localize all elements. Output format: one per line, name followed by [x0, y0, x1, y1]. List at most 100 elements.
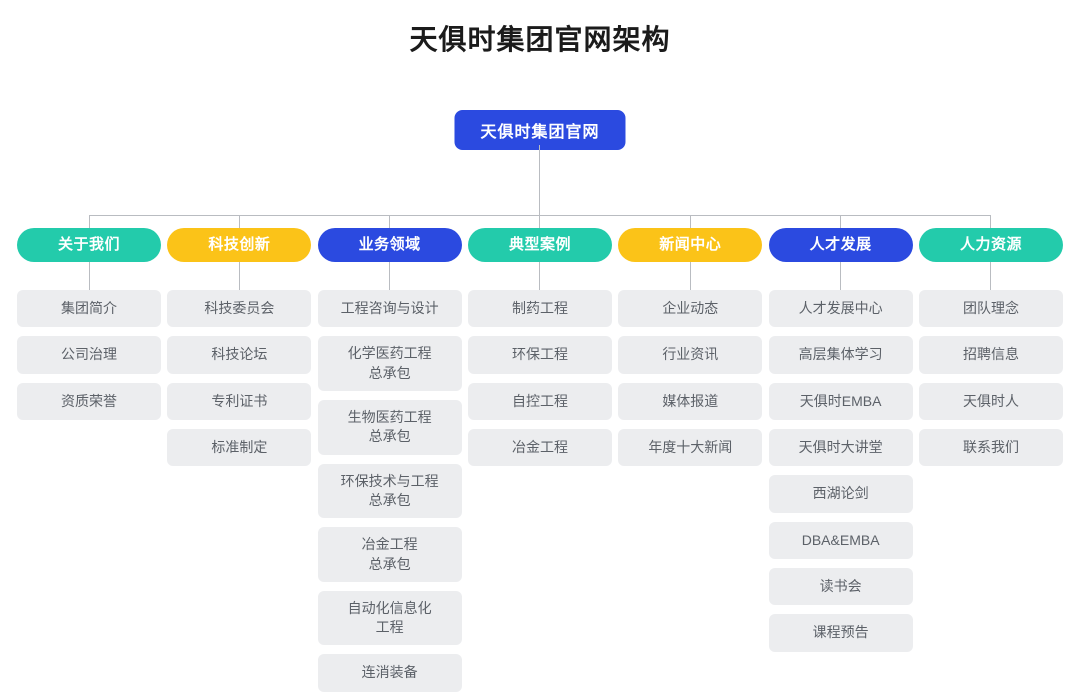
branch-item[interactable]: 科技论坛	[167, 336, 312, 374]
branch-item-label: 冶金工程	[511, 438, 568, 455]
branch-item[interactable]: 天俱时EMBA	[768, 382, 913, 420]
branch-item-label: 生物医药工程	[347, 408, 432, 425]
branch-item-label: 联系我们	[962, 438, 1019, 455]
branch-item[interactable]: 联系我们	[918, 428, 1063, 467]
root-node[interactable]: 天俱时集团官网	[454, 110, 626, 150]
branch-item[interactable]: 企业动态	[618, 290, 763, 328]
branch-item[interactable]: 资质荣誉	[17, 382, 161, 420]
branch-item[interactable]: 媒体报道	[618, 382, 763, 420]
branch-item-label: 制药工程	[511, 300, 568, 316]
branch-item-label: 年度十大新闻	[648, 438, 733, 455]
branch-item[interactable]: 制药工程	[467, 290, 612, 328]
branch-item-label: 冶金工程	[361, 536, 418, 553]
branch-drop-line-2	[239, 215, 240, 229]
branch-item-label: 工程咨询与设计	[340, 300, 439, 316]
branch-item[interactable]: 招聘信息	[918, 336, 1063, 374]
branch-column: 人才发展人才发展中心高层集体学习天俱时EMBA 天俱时大讲堂西湖论剑 DBA&EMB…	[768, 228, 913, 652]
branch-bus-line	[89, 215, 991, 216]
branch-column: 典型案例制药工程环保工程自控工程冶金工程	[467, 228, 612, 467]
branch-item-label: 团队理念	[962, 300, 1019, 316]
branch-drop-line-5	[690, 215, 691, 229]
branch-stem-gap	[618, 262, 762, 290]
branch-item[interactable]: 冶金工程	[467, 428, 612, 467]
branch-item[interactable]: 西湖论剑	[768, 475, 913, 513]
branch-item-label: 课程预告	[812, 624, 869, 641]
branch-stem-gap	[167, 262, 311, 290]
branch-drop-line-1	[89, 215, 90, 229]
branch-drop-line-7	[990, 215, 991, 229]
branch-column: 科技创新科技委员会科技论坛专利证书标准制定	[167, 228, 312, 467]
root-stem-line	[539, 145, 540, 216]
branch-item[interactable]: 冶金工程总承包	[317, 527, 462, 582]
branch-item-label-second-line: 工程	[375, 619, 404, 636]
branch-item-label: 天俱时大讲堂	[798, 438, 883, 455]
branch-item[interactable]: 集团简介	[17, 290, 161, 328]
branch-item-label: 科技论坛	[211, 346, 268, 363]
branch-column: 关于我们集团简介公司治理资质荣誉	[17, 228, 161, 420]
branch-item-label: 专利证书	[211, 392, 268, 409]
branch-item[interactable]: 工程咨询与设计	[317, 290, 462, 328]
branch-item-label: 读书会	[819, 577, 862, 594]
branch-item-label: DBA&EMBA	[801, 531, 880, 548]
branch-item-label: 环保技术与工程	[340, 472, 439, 489]
branch-item[interactable]: 天俱时大讲堂	[768, 428, 913, 467]
branch-item-label-second-line: 总承包	[368, 555, 411, 572]
branch-item-label: 公司治理	[61, 346, 117, 363]
branch-item[interactable]: 高层集体学习	[768, 336, 913, 374]
branch-header[interactable]: 关于我们	[17, 228, 161, 262]
branch-header[interactable]: 业务领域	[317, 228, 462, 262]
branch-columns: 关于我们集团简介公司治理资质荣誉科技创新科技委员会科技论坛专利证书标准制定业务领…	[17, 228, 1063, 692]
branch-item-label: 集团简介	[61, 300, 117, 316]
page-title: 天俱时集团官网架构	[409, 24, 671, 55]
branch-item-label: 化学医药工程	[347, 345, 432, 362]
branch-header[interactable]: 人才发展	[768, 228, 913, 262]
branch-column: 新闻中心企业动态行业资讯媒体报道年度十大新闻	[618, 228, 763, 467]
branch-item-label: 行业资讯	[662, 346, 719, 363]
branch-item-label: 天俱时EMBA	[799, 392, 882, 409]
branch-item-label-second-line: 总承包	[368, 491, 411, 508]
branch-stem-gap	[919, 262, 1063, 290]
branch-item-label: 人才发展中心	[798, 300, 883, 316]
branch-item[interactable]: 化学医药工程总承包	[317, 336, 462, 391]
branch-item[interactable]: 专利证书	[167, 382, 312, 420]
branch-item[interactable]: 自动化信息化工程	[317, 590, 462, 646]
branch-item[interactable]: 自控工程	[467, 382, 612, 420]
branch-item[interactable]: 生物医药工程总承包	[317, 399, 462, 455]
branch-item-list: 企业动态行业资讯媒体报道年度十大新闻	[618, 290, 763, 467]
branch-header[interactable]: 人力资源	[918, 228, 1063, 262]
branch-item-label: 环保工程	[511, 346, 568, 363]
branch-stem-gap	[468, 262, 612, 290]
branch-stem-gap	[318, 262, 462, 290]
branch-item-list: 人才发展中心高层集体学习天俱时EMBA 天俱时大讲堂西湖论剑 DBA&EMBA 读书会…	[768, 290, 913, 652]
branch-item[interactable]: 公司治理	[17, 336, 161, 374]
branch-item[interactable]: 环保技术与工程总承包	[317, 463, 462, 519]
branch-item[interactable]: 课程预告	[768, 614, 913, 652]
branch-item[interactable]: 团队理念	[918, 290, 1063, 328]
branch-item[interactable]: 连消装备	[317, 654, 462, 692]
branch-header[interactable]: 典型案例	[467, 228, 612, 262]
branch-item-label: 招聘信息	[962, 346, 1019, 363]
branch-item-label: 西湖论剑	[812, 485, 869, 502]
branch-item[interactable]: DBA&EMBA	[768, 521, 913, 559]
branch-item[interactable]: 人才发展中心	[768, 290, 913, 328]
branch-header[interactable]: 科技创新	[167, 228, 312, 262]
branch-item-list: 工程咨询与设计化学医药工程总承包生物医药工程总承包环保技术与工程总承包冶金工程总…	[317, 290, 462, 692]
branch-item[interactable]: 行业资讯	[618, 336, 763, 374]
branch-drop-line-3	[389, 215, 390, 229]
branch-item[interactable]: 年度十大新闻	[618, 428, 763, 467]
branch-item[interactable]: 标准制定	[167, 428, 312, 467]
branch-item-list: 团队理念招聘信息天俱时人联系我们	[918, 290, 1063, 467]
branch-stem-gap	[17, 262, 161, 290]
branch-item-label: 企业动态	[662, 300, 719, 316]
branch-item-label: 天俱时人	[962, 392, 1019, 409]
branch-item[interactable]: 科技委员会	[167, 290, 312, 328]
branch-item-label: 连消装备	[361, 664, 418, 681]
branch-header[interactable]: 新闻中心	[618, 228, 763, 262]
branch-item-list: 集团简介公司治理资质荣誉	[17, 290, 161, 420]
branch-column: 人力资源团队理念招聘信息天俱时人联系我们	[918, 228, 1063, 467]
branch-item[interactable]: 天俱时人	[918, 382, 1063, 420]
branch-drop-line-4	[539, 215, 540, 229]
branch-item[interactable]: 环保工程	[467, 336, 612, 374]
branch-item[interactable]: 读书会	[768, 567, 913, 606]
branch-column: 业务领域工程咨询与设计化学医药工程总承包生物医药工程总承包环保技术与工程总承包冶…	[317, 228, 462, 692]
